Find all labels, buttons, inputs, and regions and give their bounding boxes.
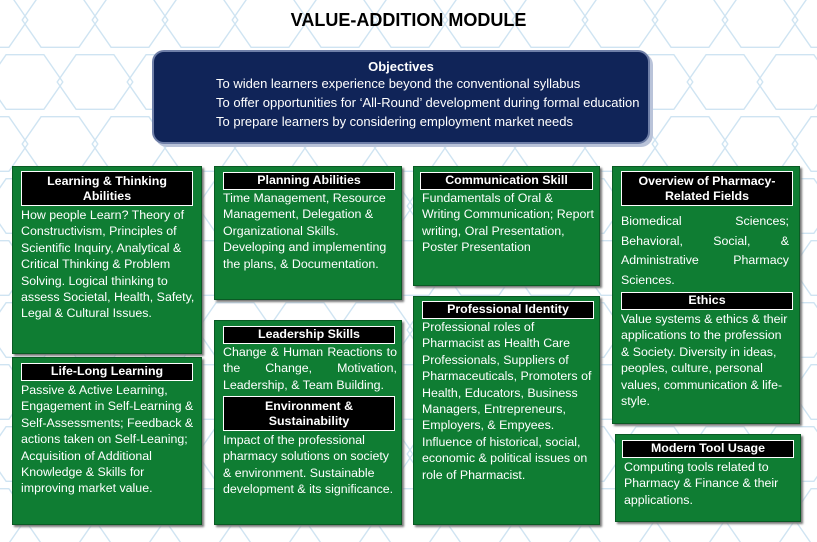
lattice-cell (721, 0, 799, 48)
learning-thinking-text: How people Learn? Theory of Constructivi… (21, 208, 195, 321)
objectives-heading: Objectives (368, 59, 434, 74)
modern-tool-box: Modern Tool Usage Computing tools relate… (615, 434, 801, 522)
leadership-skills-heading: Leadership Skills (223, 326, 395, 344)
lattice-cell (371, 0, 449, 48)
lattice-cell (161, 0, 239, 48)
overview-pharmacy-text: Biomedical Sciences; Behavioral, Social,… (621, 214, 789, 287)
lattice-cell (0, 116, 29, 172)
lifelong-learning-heading: Life-Long Learning (21, 363, 193, 381)
lattice-cell (721, 116, 799, 172)
lattice-cell (21, 0, 99, 48)
lifelong-learning-text: Passive & Active Learning, Engagement in… (21, 383, 194, 496)
lattice-cell (91, 0, 169, 48)
objective-line: To offer opportunities for ‘All-Round’ d… (216, 95, 640, 110)
ethics-heading: Ethics (621, 292, 793, 310)
lattice-cell (21, 116, 99, 172)
planning-abilities-heading: Planning Abilities (223, 172, 395, 190)
lattice-cell (56, 54, 134, 110)
overview-ethics-box: Overview of Pharmacy-Related Fields Biom… (612, 166, 800, 424)
environment-sustainability-heading: Environment & Sustainability (223, 396, 395, 431)
lattice-cell (0, 240, 29, 296)
communication-skill-box: Communication Skill Fundamentals of Oral… (413, 166, 600, 286)
objective-line: To prepare learners by considering emplo… (216, 114, 573, 129)
objectives-panel: Objectives To widen learners experience … (152, 50, 650, 144)
lattice-cell (231, 0, 309, 48)
lattice-cell (301, 0, 379, 48)
learning-thinking-heading: Learning & Thinking Abilities (21, 171, 193, 206)
ethics-text: Value systems & ethics & their applicati… (621, 312, 788, 409)
lattice-cell (756, 54, 817, 110)
page-title: VALUE-ADDITION MODULE (290, 10, 527, 30)
lattice-cell (0, 54, 64, 110)
modern-tool-heading: Modern Tool Usage (622, 440, 794, 458)
lattice-cell (0, 364, 29, 420)
leadership-skills-text: Change & Human Reactions to the Change, … (223, 345, 397, 392)
leadership-environment-box: Leadership Skills Change & Human Reactio… (214, 320, 402, 525)
lattice-cell (0, 0, 29, 48)
professional-identity-heading: Professional Identity (422, 301, 594, 319)
objective-line: To widen learners experience beyond the … (216, 76, 581, 91)
professional-identity-box: Professional Identity Professional roles… (413, 296, 600, 525)
planning-abilities-text: Time Management, Resource Management, De… (223, 191, 387, 271)
environment-sustainability-text: Impact of the professional pharmacy solu… (223, 433, 394, 497)
lifelong-learning-box: Life-Long Learning Passive & Active Lear… (12, 357, 202, 525)
lattice-cell (651, 116, 729, 172)
lattice-cell (651, 0, 729, 48)
communication-skill-heading: Communication Skill (420, 172, 593, 190)
lattice-cell (791, 116, 817, 172)
overview-pharmacy-heading: Overview of Pharmacy-Related Fields (621, 171, 793, 206)
lattice-cell (511, 0, 589, 48)
learning-thinking-box: Learning & Thinking Abilities How people… (12, 166, 202, 354)
lattice-cell (581, 0, 659, 48)
communication-skill-text: Fundamentals of Oral & Writing Communica… (422, 191, 594, 255)
lattice-cell (686, 54, 764, 110)
lattice-cell (791, 0, 817, 48)
modern-tool-text: Computing tools related to Pharmacy & Fi… (624, 460, 779, 507)
lattice-cell (0, 488, 29, 542)
professional-identity-text: Professional roles of Pharmacist as Heal… (422, 320, 592, 482)
planning-abilities-box: Planning Abilities Time Management, Reso… (214, 166, 402, 300)
lattice-cell (441, 0, 519, 48)
